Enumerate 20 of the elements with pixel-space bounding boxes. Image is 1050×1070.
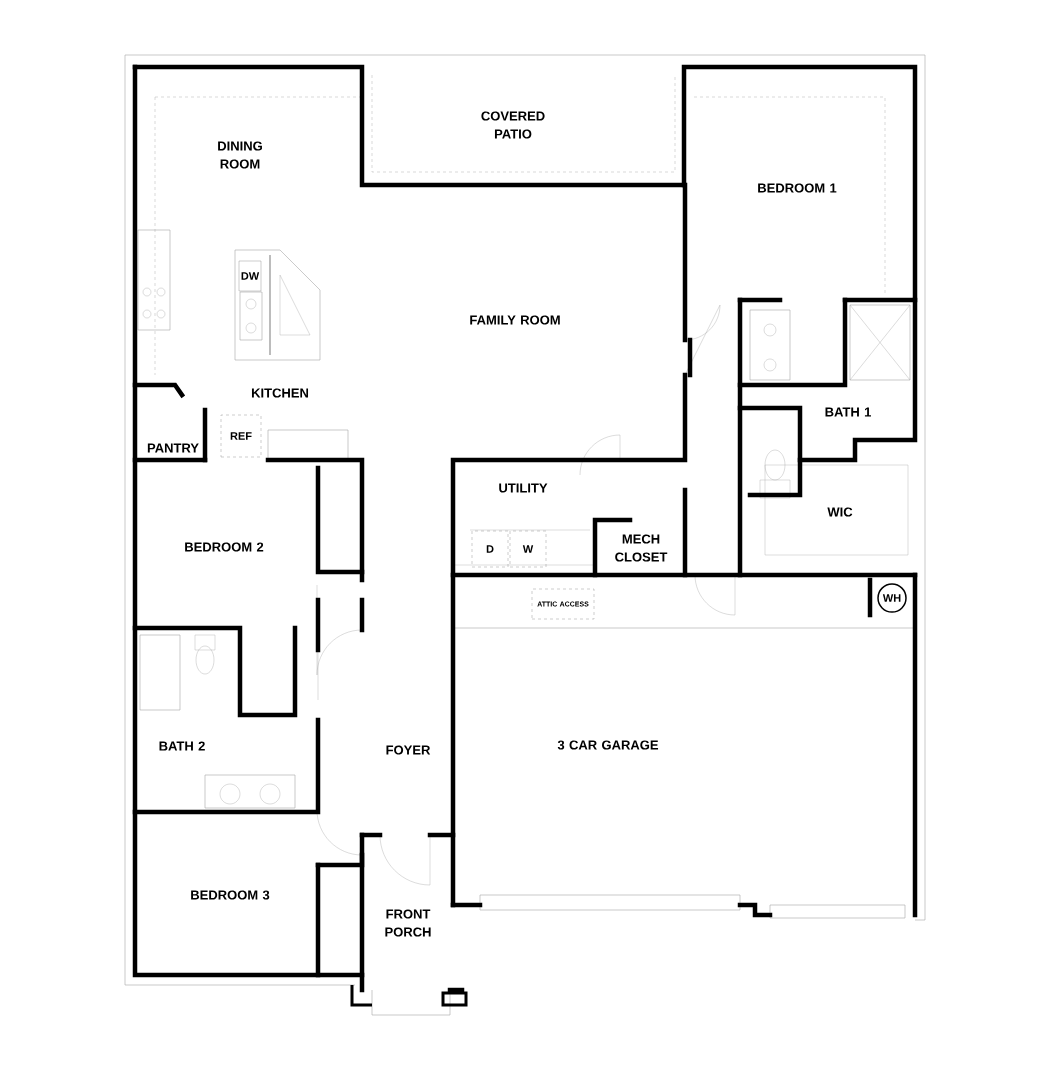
fixture-box: REF xyxy=(220,414,262,458)
room-label: KITCHEN xyxy=(252,388,308,398)
room-label: BATH 1 xyxy=(825,407,871,417)
room-label: WIC xyxy=(827,507,853,517)
room-label: FRONT PORCH xyxy=(385,909,431,937)
fixture-box: D xyxy=(471,530,509,568)
room-label: UTILITY xyxy=(499,483,548,493)
room-label: BEDROOM 1 xyxy=(758,183,837,193)
fixture-box: W xyxy=(509,530,547,568)
room-label: DINING ROOM xyxy=(218,141,262,169)
room-label: BEDROOM 2 xyxy=(185,542,264,552)
room-label: PANTRY xyxy=(147,443,199,453)
room-label: FAMILY ROOM xyxy=(470,315,560,325)
room-label: 3 CAR GARAGE xyxy=(557,740,659,750)
room-label: FOYER xyxy=(386,745,431,755)
fixture-box: DW xyxy=(238,260,262,292)
room-label: MECH CLOSET xyxy=(615,534,668,562)
room-label: BEDROOM 3 xyxy=(191,890,270,900)
room-label: BATH 2 xyxy=(159,741,205,751)
room-label: COVERED PATIO xyxy=(481,111,545,139)
